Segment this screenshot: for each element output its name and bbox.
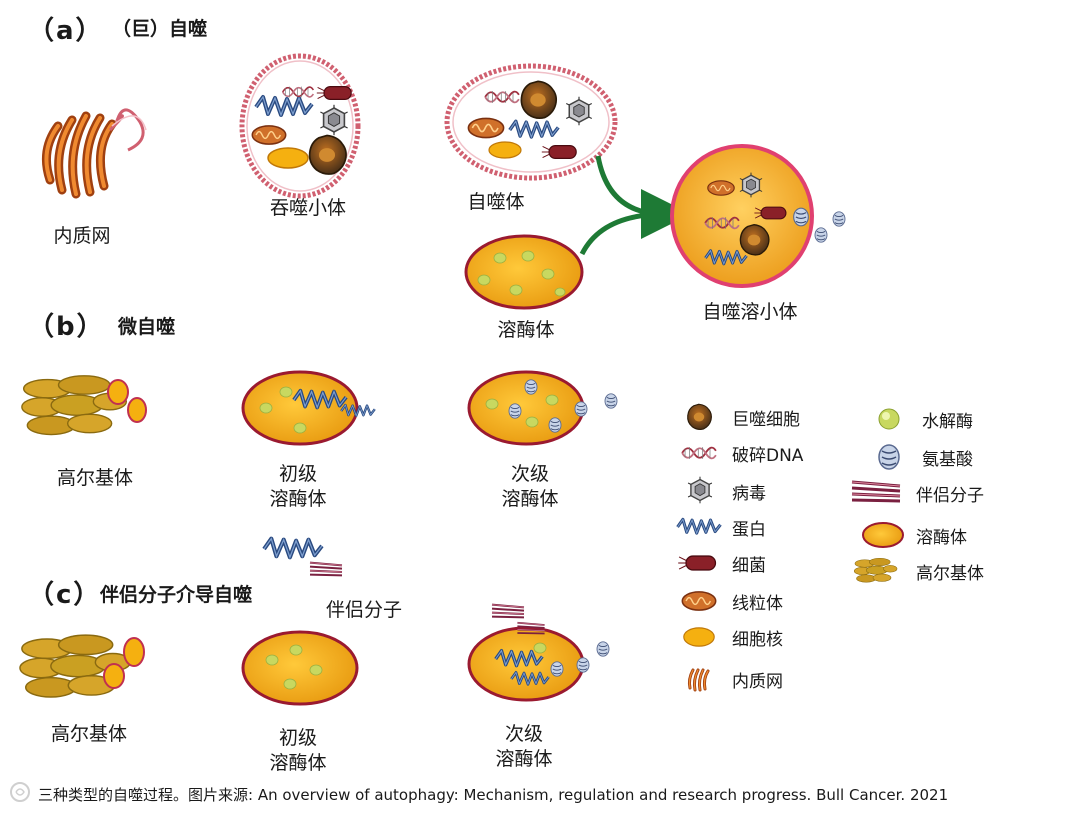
nucleus-icon bbox=[683, 627, 715, 647]
phagosome-graphic bbox=[239, 53, 361, 199]
autophagosome-graphic bbox=[444, 63, 618, 181]
section-a-title: （巨）自噬 bbox=[112, 18, 208, 40]
legend-item-mitochondria: 线粒体 bbox=[676, 586, 783, 616]
er-graphic bbox=[41, 108, 147, 199]
label-primary-b-1: 初级 bbox=[278, 463, 317, 485]
legend-item-chaperone: 伴侣分子 bbox=[846, 478, 984, 508]
autolysosome-graphic bbox=[670, 144, 846, 288]
legend-item-er: 内质网 bbox=[676, 664, 783, 694]
secondary-lysosome-b-graphic bbox=[467, 370, 618, 446]
legend-label-er: 内质网 bbox=[732, 671, 783, 692]
bacteria-icon bbox=[677, 555, 717, 571]
section-b-diagram bbox=[21, 370, 618, 446]
label-primary-c-2: 溶酶体 bbox=[269, 752, 327, 774]
golgi-c-graphic bbox=[19, 634, 145, 698]
legend-label-hydrolase: 水解酶 bbox=[922, 411, 973, 432]
legend-item-lysosome: 溶酶体 bbox=[860, 520, 967, 550]
label-phagosome: 吞噬小体 bbox=[269, 197, 346, 219]
chaperone-icon bbox=[850, 480, 902, 503]
label-golgi-c: 高尔基体 bbox=[50, 723, 127, 745]
label-secondary-c-1: 次级 bbox=[504, 723, 543, 745]
legend-label-chaperone: 伴侣分子 bbox=[916, 485, 984, 506]
legend-item-bacteria: 细菌 bbox=[676, 548, 766, 578]
golgi-icon bbox=[853, 557, 898, 583]
section-c-label: （c） bbox=[28, 580, 102, 610]
legend-item-macrophage: 巨噬细胞 bbox=[676, 402, 800, 432]
legend-label-amino-acid: 氨基酸 bbox=[922, 449, 973, 470]
legend-label-golgi: 高尔基体 bbox=[916, 563, 984, 584]
legend-label-nucleus: 细胞核 bbox=[732, 629, 783, 650]
label-secondary-b-1: 次级 bbox=[510, 463, 549, 485]
legend-item-hydrolase: 水解酶 bbox=[866, 404, 973, 434]
label-secondary-c-2: 溶酶体 bbox=[495, 748, 553, 770]
legend-item-protein: 蛋白 bbox=[676, 512, 766, 542]
label-golgi-b: 高尔基体 bbox=[56, 467, 133, 489]
protein-icon bbox=[676, 517, 722, 535]
secondary-lysosome-c-graphic bbox=[467, 603, 610, 702]
hydrolase-icon bbox=[878, 408, 900, 430]
label-primary-c-1: 初级 bbox=[278, 727, 317, 749]
section-c-title: 伴侣分子介导自噬 bbox=[100, 584, 253, 606]
watermark-icon bbox=[10, 782, 30, 802]
legend-label-mitochondria: 线粒体 bbox=[732, 593, 783, 614]
amino-acid-icon bbox=[878, 444, 900, 470]
label-chaperone-c: 伴侣分子 bbox=[325, 599, 402, 621]
legend-label-protein: 蛋白 bbox=[732, 519, 766, 540]
virus-icon bbox=[687, 476, 713, 504]
label-autolysosome: 自噬溶小体 bbox=[702, 301, 798, 323]
legend-item-nucleus: 细胞核 bbox=[676, 622, 783, 652]
legend-label-lysosome: 溶酶体 bbox=[916, 527, 967, 548]
macrophage-icon bbox=[687, 403, 712, 430]
legend-label-macrophage: 巨噬细胞 bbox=[732, 409, 800, 430]
label-secondary-b-2: 溶酶体 bbox=[501, 488, 559, 510]
fusion-arrows bbox=[579, 155, 691, 256]
section-a-label: （a） bbox=[28, 16, 104, 46]
caption-text: 三种类型的自噬过程。图片来源: An overview of autophagy… bbox=[38, 786, 949, 804]
label-primary-b-2: 溶酶体 bbox=[269, 488, 327, 510]
er-icon bbox=[687, 668, 710, 692]
section-a-diagram bbox=[41, 53, 846, 310]
label-lysosome-a: 溶酶体 bbox=[497, 319, 555, 341]
legend-label-virus: 病毒 bbox=[732, 483, 766, 504]
chaperone-protein-graphic bbox=[264, 539, 344, 577]
primary-lysosome-c-graphic bbox=[241, 630, 359, 706]
lysosome-icon bbox=[862, 522, 904, 548]
section-b-label: （b） bbox=[28, 312, 105, 342]
dna-fragment-icon bbox=[680, 445, 718, 461]
legend-item-amino-acid: 氨基酸 bbox=[866, 442, 973, 472]
label-er-a: 内质网 bbox=[53, 225, 111, 247]
section-c-diagram bbox=[19, 520, 610, 706]
lysosome-a-graphic bbox=[464, 234, 584, 310]
mitochondria-icon bbox=[681, 591, 717, 611]
label-autophagosome: 自噬体 bbox=[467, 191, 525, 213]
legend-label-dna-fragment: 破碎DNA bbox=[732, 445, 804, 466]
primary-lysosome-b-graphic bbox=[241, 370, 376, 446]
legend-item-golgi: 高尔基体 bbox=[846, 556, 984, 586]
golgi-b-graphic bbox=[21, 375, 147, 436]
legend-item-dna-fragment: 破碎DNA bbox=[676, 438, 803, 468]
section-b-title: 微自噬 bbox=[118, 316, 176, 338]
legend-label-bacteria: 细菌 bbox=[732, 555, 766, 576]
legend-item-virus: 病毒 bbox=[676, 476, 766, 506]
figure-caption: 三种类型的自噬过程。图片来源: An overview of autophagy… bbox=[38, 784, 948, 805]
